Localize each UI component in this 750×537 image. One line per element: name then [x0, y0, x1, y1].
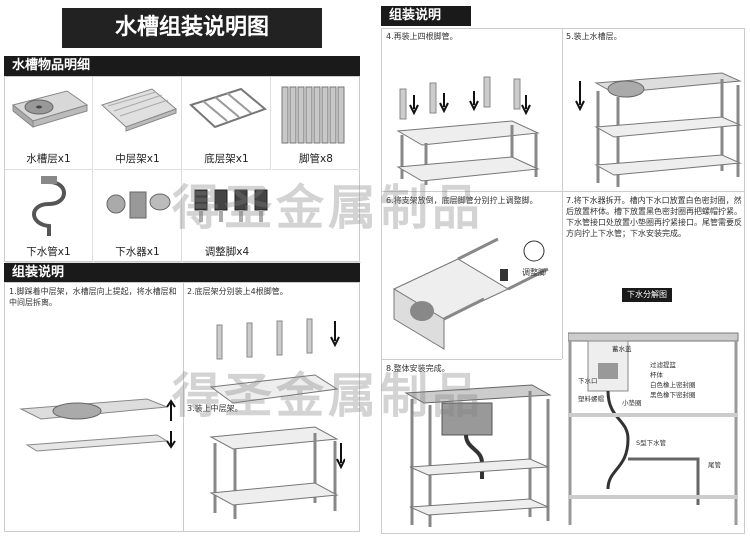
step-4-text: 4.再装上四根脚管。: [386, 32, 458, 41]
part-adjust-feet: 调整脚x4: [183, 170, 361, 263]
step-7-text: 7.将下水器拆开。槽内下水口放置白色密封圈，然后放置杯体。槽下放置黑色密封圈再把…: [566, 196, 742, 238]
step-2-text: 2.底层架分别装上4根脚管。: [187, 287, 288, 296]
drain-label-basket: 过滤提篮: [650, 361, 676, 369]
part-drainer: 下水器x1: [94, 170, 182, 263]
page-title: 水槽组装说明图: [62, 8, 322, 48]
step-4-illustration: [396, 76, 540, 185]
sink-layer-illustration: [11, 90, 89, 129]
drain-label-white-seal: 白色橡上密封圈: [650, 381, 696, 389]
part-sink-layer: 水槽层x1: [5, 77, 93, 170]
part-label: 中层架x1: [115, 153, 160, 165]
adjust-feet-illustration: [194, 189, 268, 222]
step-1-text: 1.脚踩着中层架，水槽层向上提起，将水槽层和中间层拆离。: [9, 287, 177, 307]
step-8-text: 8.整体安装完成。: [386, 364, 450, 373]
part-label: 下水器x1: [115, 246, 160, 258]
leg-tubes-illustration: [281, 86, 345, 144]
part-leg-tubes: 脚管x8: [272, 77, 360, 170]
adjust-foot-callout: 调整脚: [522, 268, 546, 277]
step-3-text: 3.装上中层架。: [187, 404, 243, 413]
drain-label-tail-pipe: 尾管: [708, 461, 721, 469]
parts-list: 水槽层x1 中层架x1 底层架x1: [4, 76, 361, 263]
step-2-illustration: [209, 318, 340, 404]
step-3-illustration: [209, 426, 345, 519]
drain-label-black-seal: 黑色橡下密封圈: [650, 391, 696, 399]
step-8-illustration: [404, 384, 552, 527]
drain-pipe-illustration: [32, 176, 66, 236]
assembly-header-right: 组装说明: [381, 6, 471, 26]
step-5-illustration: [575, 72, 742, 187]
step-5-text: 5.装上水槽层。: [566, 32, 622, 41]
middle-shelf-illustration: [101, 88, 177, 132]
drain-label-cup: 杯体: [650, 371, 663, 379]
drain-label-cover: 蓄水盖: [612, 345, 632, 353]
assembly-header-left: 组装说明: [4, 263, 360, 283]
part-bottom-shelf: 底层架x1: [183, 77, 271, 170]
assembly-steps-right: 4.再装上四根脚管。 5.装上水槽层。 6.将支架放倒，底层脚管分别拧上调整脚。: [381, 28, 745, 534]
assembly-steps-left: 1.脚踩着中层架，水槽层向上提起，将水槽层和中间层拆离。 2.底层架分别装上4根…: [4, 282, 360, 532]
part-middle-shelf: 中层架x1: [94, 77, 182, 170]
drain-diagram-title: 下水分解图: [622, 288, 672, 302]
drain-label-outlet: 下水口: [578, 377, 598, 385]
step-1-illustration: [19, 398, 176, 452]
part-label: 水槽层x1: [26, 153, 71, 165]
part-label: 调整脚x4: [204, 246, 250, 258]
step-6-text: 6.将支架放倒，底层脚管分别拧上调整脚。: [386, 196, 538, 205]
step-6-illustration: [392, 237, 549, 350]
drain-exploded-diagram: [568, 332, 739, 525]
part-drain-pipe: 下水管x1: [5, 170, 93, 263]
bottom-shelf-illustration: [189, 87, 267, 129]
drain-label-s-pipe: S型下水管: [636, 439, 667, 447]
part-label: 底层架x1: [204, 153, 249, 165]
drain-label-nut: 塑料螺帽: [578, 395, 604, 403]
part-label: 脚管x8: [299, 153, 333, 165]
parts-header: 水槽物品明细: [4, 56, 360, 76]
drainer-illustration: [106, 191, 171, 219]
part-label: 下水管x1: [26, 246, 71, 258]
drain-label-washer: 小垫圈: [622, 399, 642, 407]
